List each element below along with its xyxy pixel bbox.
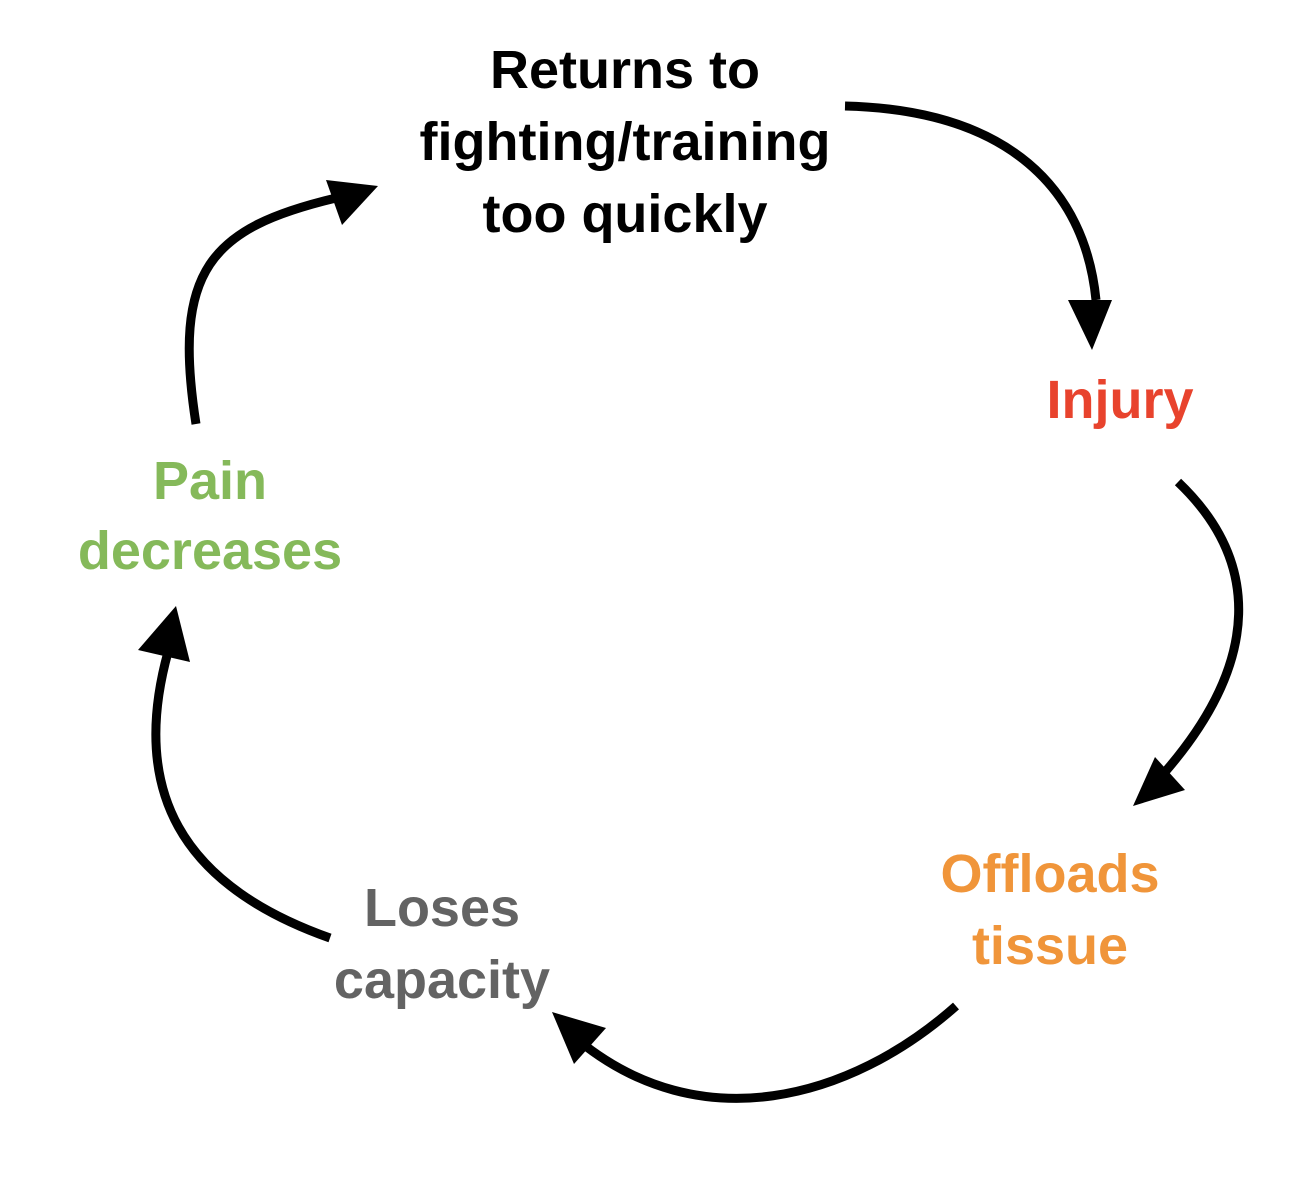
arrowhead-loses <box>552 1012 606 1064</box>
node-returns-line-1: Returns to <box>490 40 760 100</box>
node-loses-line-1: Loses <box>363 878 521 938</box>
node-loses-line-2: capacity <box>333 950 551 1010</box>
arrow-pain-to-returns <box>184 193 338 425</box>
node-offloads-line-1: Offloads <box>940 844 1160 904</box>
node-offloads-tissue: Offloads tissue <box>900 838 1200 982</box>
arrow-loses-to-pain <box>151 650 332 943</box>
arrow-injury-to-offloads <box>1161 478 1244 775</box>
arrowhead-returns <box>326 180 378 225</box>
node-returns-line-3: too quickly <box>482 184 768 244</box>
arrow-offloads-to-loses <box>575 1002 959 1103</box>
arrowhead-offloads <box>1133 757 1185 806</box>
node-offloads-line-2: tissue <box>971 916 1129 976</box>
node-pain-decreases: Pain decreases <box>40 446 380 586</box>
node-pain-line-1: Pain <box>152 451 268 511</box>
node-loses-capacity: Loses capacity <box>292 872 592 1016</box>
arrow-returns-to-injury <box>844 101 1101 301</box>
node-pain-line-2: decreases <box>77 521 343 581</box>
node-returns-line-2: fighting/training <box>419 112 831 172</box>
node-injury-line-1: Injury <box>1046 370 1194 430</box>
arrowhead-injury <box>1068 300 1112 350</box>
node-injury: Injury <box>1020 366 1220 434</box>
arrowhead-pain <box>138 606 190 662</box>
node-returns-too-quickly: Returns to fighting/training too quickly <box>390 34 860 250</box>
